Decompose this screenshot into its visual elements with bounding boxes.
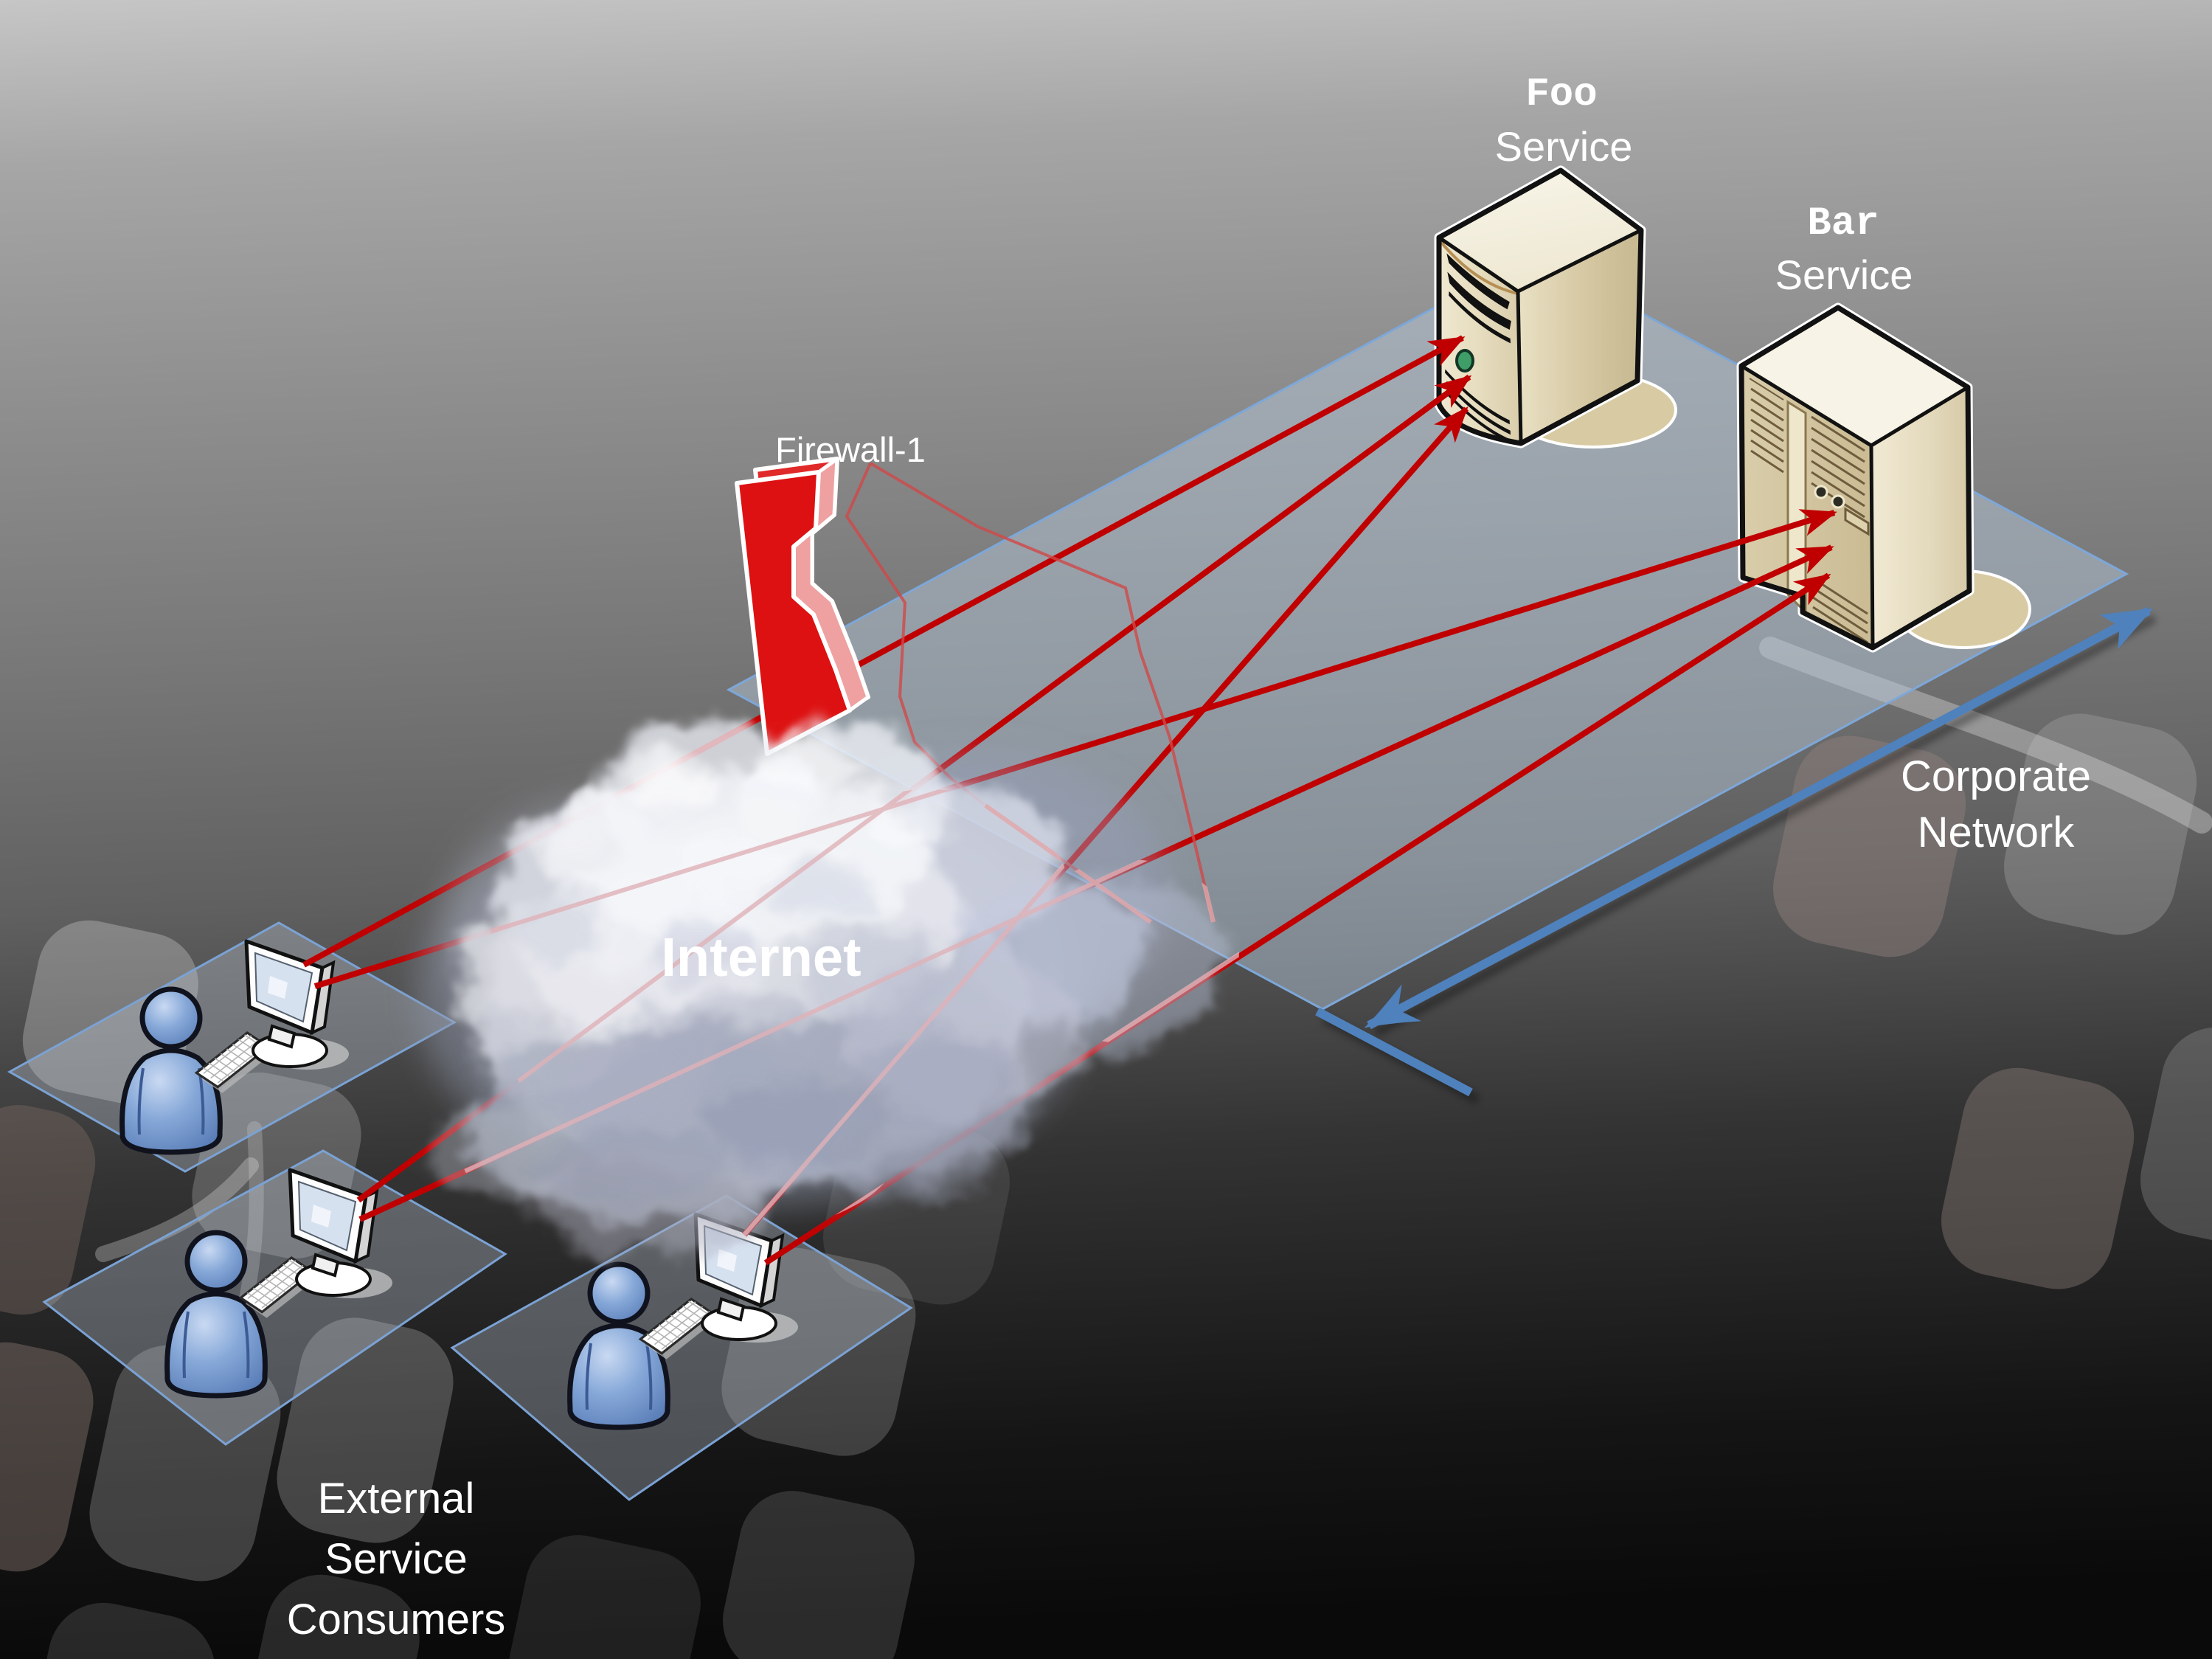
svg-text:Service: Service [1495, 123, 1633, 170]
svg-text:Firewall-1: Firewall-1 [775, 430, 926, 469]
svg-text:Service: Service [325, 1535, 467, 1583]
svg-text:Foo: Foo [1525, 72, 1597, 117]
svg-text:Consumers: Consumers [287, 1596, 506, 1644]
svg-text:Corporate: Corporate [1901, 752, 2091, 800]
svg-text:Network: Network [1918, 808, 2076, 856]
svg-text:Service: Service [1775, 252, 1913, 298]
svg-text:External: External [318, 1475, 475, 1523]
svg-text:Internet: Internet [661, 927, 861, 988]
svg-text:Bar: Bar [1807, 201, 1879, 246]
